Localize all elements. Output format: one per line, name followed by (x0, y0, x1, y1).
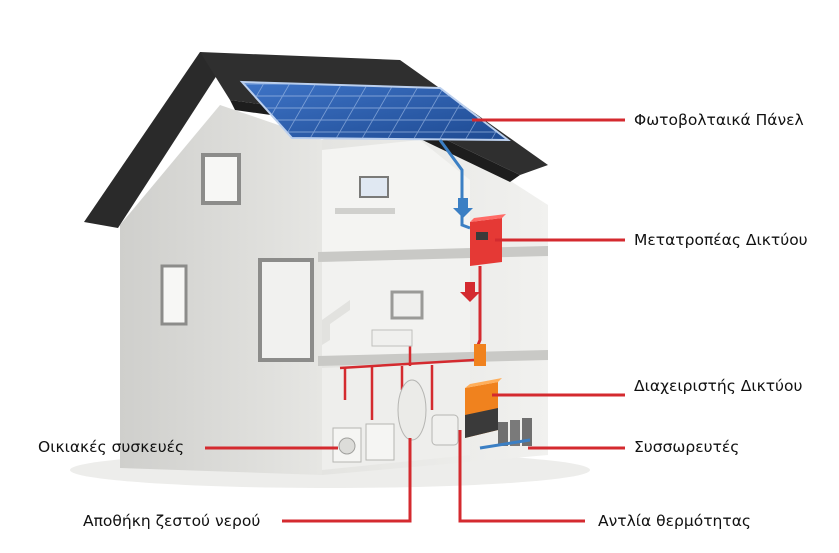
tv (390, 290, 424, 320)
staircase (322, 300, 350, 345)
ac-flow-arrow (460, 282, 480, 302)
grid-inverter (470, 214, 506, 266)
label-grid-manager: Διαχειριστής Δικτύου (634, 377, 803, 395)
house (120, 105, 548, 475)
computer (359, 176, 389, 198)
house-front-wall (120, 105, 322, 475)
dc-cable (438, 139, 471, 230)
label-pv-panels: Φωτοβολταικά Πάνελ (634, 111, 804, 129)
dryer (365, 423, 395, 461)
grid-manager (465, 378, 502, 438)
solar-panels (239, 80, 511, 142)
leader-heat-pump (458, 430, 585, 523)
heat-pump-unit (431, 414, 459, 446)
desk (335, 208, 395, 214)
leader-lines (205, 118, 625, 523)
sofa (371, 329, 413, 347)
distribution-box (474, 344, 486, 366)
front-door (258, 258, 314, 362)
side-window (160, 264, 188, 326)
ac-cable (476, 266, 482, 346)
room-attic (322, 140, 470, 255)
label-grid-inverter: Μετατροπέας Δικτύου (634, 231, 808, 249)
label-appliances: Οικιακές συσκευές (38, 438, 185, 456)
roof-gable-edge (84, 52, 228, 228)
solar-panel-grid (242, 82, 508, 140)
roof-underside (230, 100, 520, 182)
battery-bank (479, 418, 532, 450)
appliances-group (332, 176, 459, 463)
label-heat-pump: Αντλία θερμότητας (598, 512, 752, 530)
label-hot-water-storage: Αποθήκη ζεστού νερού (83, 512, 261, 530)
leader-hot-water (282, 438, 412, 523)
dc-flow-arrow (453, 198, 473, 218)
label-batteries: Συσσωρευτές (634, 438, 740, 456)
floor-slab-2 (318, 350, 548, 366)
hot-water-tank (397, 379, 427, 441)
attic-window (201, 153, 241, 205)
